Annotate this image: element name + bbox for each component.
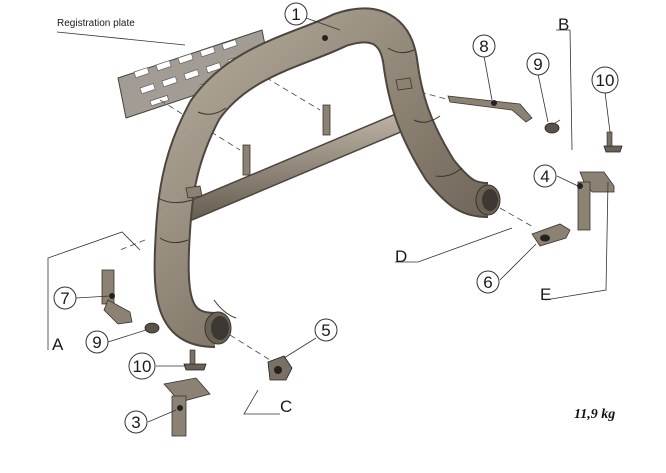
callout-3: 3 bbox=[131, 413, 140, 432]
letter-E: E bbox=[540, 285, 551, 304]
callout-1: 1 bbox=[291, 5, 300, 24]
callout-8: 8 bbox=[479, 37, 488, 56]
bull-bar-tube bbox=[153, 7, 501, 348]
letter-D: D bbox=[395, 247, 407, 266]
bolt-part-10-right bbox=[603, 131, 623, 153]
bracket-part-8 bbox=[447, 95, 533, 123]
registration-leader bbox=[56, 31, 186, 46]
callout-5: 5 bbox=[321, 321, 330, 340]
callout-9-right: 9 bbox=[533, 55, 542, 74]
bracket-part-4 bbox=[577, 171, 615, 231]
letter-A: A bbox=[52, 335, 64, 354]
callout-10-left: 10 bbox=[133, 357, 152, 376]
letter-B: B bbox=[558, 15, 569, 34]
bracket-part-3 bbox=[163, 377, 211, 437]
letter-leaders bbox=[47, 29, 609, 415]
registration-plate bbox=[117, 29, 271, 119]
letter-C: C bbox=[280, 397, 292, 416]
callout-leaders bbox=[75, 17, 611, 423]
nut-part-9-right bbox=[544, 122, 560, 134]
registration-plate-label: Registration plate bbox=[57, 18, 135, 29]
bracket-part-7 bbox=[101, 269, 133, 325]
bolt-part-10-left bbox=[183, 349, 207, 371]
fitting-part-5 bbox=[267, 355, 293, 381]
clamp-part-6 bbox=[531, 223, 571, 247]
callout-10-right: 10 bbox=[596, 71, 615, 90]
nut-part-9-left bbox=[144, 322, 160, 334]
callout-circles bbox=[53, 2, 619, 434]
callout-7: 7 bbox=[60, 289, 69, 308]
callout-6: 6 bbox=[483, 273, 492, 292]
weight-label: 11,9 kg bbox=[574, 407, 615, 422]
callout-4: 4 bbox=[540, 167, 549, 186]
callout-9-left: 9 bbox=[92, 333, 101, 352]
